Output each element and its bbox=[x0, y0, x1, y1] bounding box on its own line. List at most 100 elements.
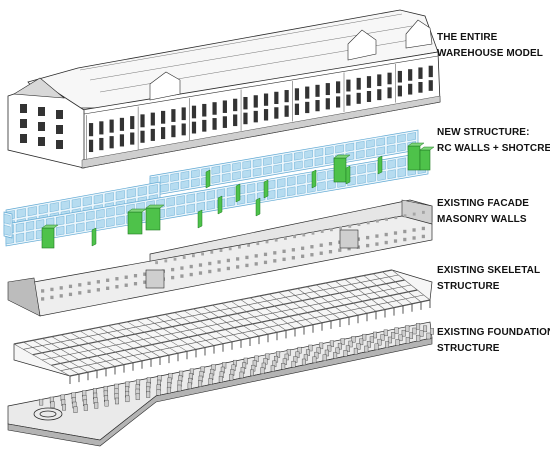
existing-facade-masonry bbox=[7, 199, 433, 317]
rc-wall-fin bbox=[311, 169, 317, 189]
masonry-opening bbox=[293, 235, 296, 239]
grid-panel bbox=[196, 201, 205, 212]
skeletal-joist bbox=[193, 308, 242, 341]
end-window bbox=[56, 125, 63, 134]
grid-panel bbox=[191, 178, 200, 188]
warehouse-model bbox=[7, 9, 441, 169]
shotcrete-grid-walls bbox=[3, 129, 429, 247]
masonry-opening bbox=[96, 280, 100, 284]
masonry-opening bbox=[422, 210, 425, 214]
masonry-opening bbox=[171, 275, 175, 280]
grid-panel bbox=[263, 156, 272, 166]
rc-wall-top bbox=[419, 146, 435, 151]
grid-panel bbox=[325, 146, 334, 156]
existing-foundation-structure bbox=[7, 321, 434, 447]
masonry-opening bbox=[328, 242, 333, 246]
grid-panel bbox=[397, 133, 406, 143]
label-foundation-line2: STRUCTURE bbox=[437, 343, 500, 354]
facade-window bbox=[377, 89, 382, 101]
masonry-opening bbox=[291, 248, 295, 252]
masonry-opening bbox=[348, 224, 352, 228]
grid-panel bbox=[116, 205, 125, 216]
rc-wall-block bbox=[333, 157, 347, 183]
foundation-pier bbox=[301, 358, 306, 366]
masonry-opening bbox=[226, 266, 230, 271]
grid-panel bbox=[232, 171, 241, 181]
existing-skeletal-structure bbox=[13, 269, 433, 384]
masonry-opening bbox=[366, 243, 370, 248]
grid-panel bbox=[273, 155, 282, 165]
grid-panel bbox=[367, 162, 376, 173]
facade-window bbox=[305, 101, 310, 114]
foundation-pier bbox=[416, 323, 421, 330]
end-window bbox=[38, 107, 45, 116]
rc-wall-fin bbox=[217, 195, 223, 215]
facade-window bbox=[202, 119, 207, 132]
facade-window bbox=[212, 118, 217, 130]
rc-wall-fin bbox=[263, 179, 269, 199]
facade-window bbox=[191, 105, 197, 119]
foundation-pier bbox=[135, 393, 140, 400]
foundation-pier bbox=[385, 341, 390, 348]
grid-panel bbox=[246, 183, 256, 193]
grid-panel bbox=[263, 165, 272, 175]
facade-window bbox=[109, 119, 114, 133]
end-window bbox=[20, 134, 27, 143]
masonry-opening bbox=[78, 283, 82, 287]
foundation-pier bbox=[114, 397, 119, 405]
grid-panel bbox=[297, 184, 306, 195]
masonry-stair-tower-right bbox=[339, 229, 359, 249]
masonry-opening bbox=[106, 278, 110, 282]
grid-panel bbox=[191, 169, 200, 179]
grid-panel bbox=[376, 137, 386, 147]
masonry-opening bbox=[78, 291, 82, 295]
masonry-opening bbox=[189, 264, 193, 269]
grid-panel bbox=[357, 164, 366, 175]
skeletal-joist bbox=[23, 341, 80, 375]
grid-panel bbox=[355, 149, 365, 159]
skeletal-joist bbox=[221, 303, 269, 335]
foundation-pier bbox=[395, 339, 400, 346]
rc-wall-fin bbox=[235, 183, 241, 203]
skeletal-joist bbox=[212, 304, 260, 337]
foundation-pier bbox=[94, 402, 99, 409]
skeletal-joist bbox=[344, 279, 386, 310]
foundation-pier bbox=[104, 399, 109, 407]
label-warehouse-line2: WAREHOUSE MODEL bbox=[437, 48, 543, 59]
masonry-opening bbox=[124, 275, 128, 279]
masonry-opening bbox=[302, 233, 306, 237]
foundation-pier bbox=[260, 367, 265, 374]
facade-window bbox=[233, 98, 238, 112]
masonry-opening bbox=[155, 261, 158, 265]
skeletal-joist bbox=[325, 282, 368, 314]
masonry-opening bbox=[412, 228, 416, 232]
masonry-opening bbox=[164, 259, 168, 263]
masonry-opening bbox=[375, 234, 379, 238]
masonry-opening bbox=[236, 257, 240, 261]
grid-panel bbox=[86, 220, 95, 231]
masonry-opening bbox=[403, 229, 407, 234]
grid-panel bbox=[82, 196, 92, 207]
foundation-pier bbox=[340, 338, 345, 345]
facade-window bbox=[263, 109, 269, 121]
grid-panel bbox=[106, 207, 115, 217]
skeletal-joist bbox=[165, 314, 215, 346]
foundation-pier bbox=[322, 354, 327, 361]
facade-window bbox=[336, 81, 341, 94]
label-warehouse-line1: THE ENTIRE bbox=[437, 32, 498, 43]
grid-panel bbox=[366, 139, 375, 149]
grid-panel bbox=[397, 167, 406, 178]
masonry-opening bbox=[217, 260, 221, 264]
grid-panel bbox=[327, 179, 336, 190]
facade-window bbox=[150, 128, 155, 141]
grid-panel bbox=[397, 157, 406, 168]
masonry-window-openings bbox=[41, 210, 425, 301]
masonry-opening bbox=[412, 236, 416, 240]
masonry-opening bbox=[338, 248, 342, 252]
skeletal-joist bbox=[108, 325, 161, 358]
grid-panel bbox=[216, 188, 226, 199]
facade-window bbox=[418, 67, 423, 79]
facade-window bbox=[253, 95, 258, 108]
facade-window bbox=[377, 74, 382, 87]
grid-panel bbox=[16, 208, 26, 219]
